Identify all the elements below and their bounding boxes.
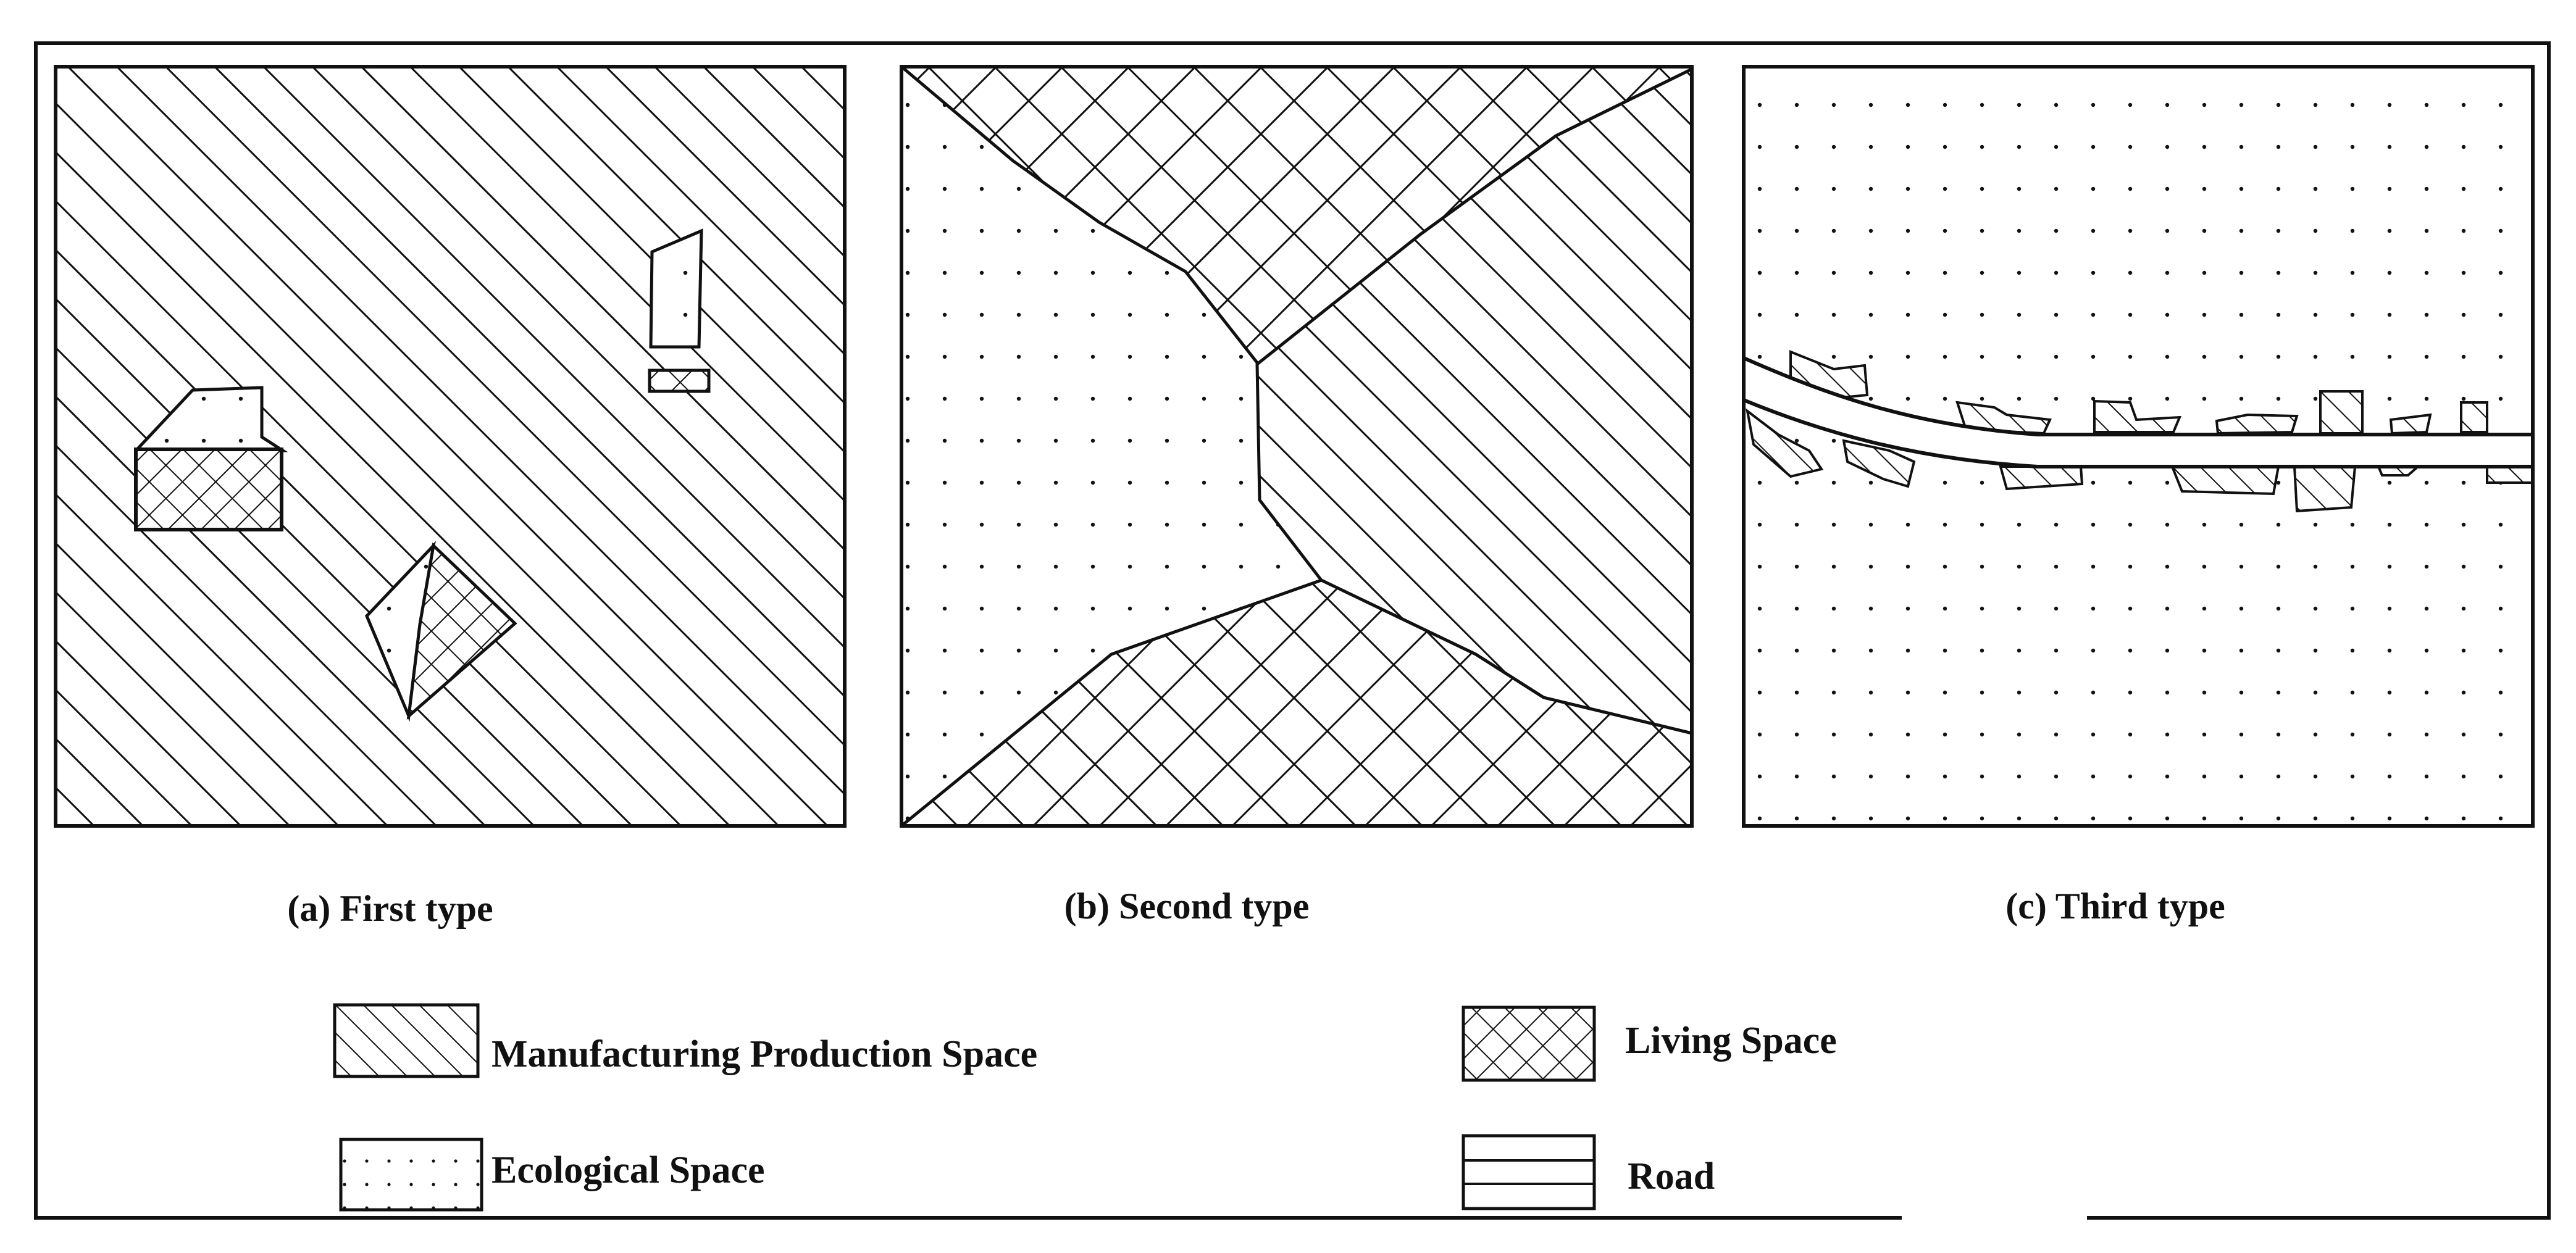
legend-swatch-living <box>1462 1005 1596 1082</box>
panel-c-settlement-8 <box>1746 408 1824 478</box>
panel-c-border <box>1742 65 2535 828</box>
legend-swatch-manufacturing <box>333 1003 480 1078</box>
caption-b: (b) Second type <box>1064 886 1310 926</box>
legend: Manufacturing Production Space Living Sp… <box>333 1003 1837 1212</box>
legend-swatch-road <box>1462 1134 1596 1210</box>
panel-c-settlement-12 <box>2293 465 2357 513</box>
panel-c-settlement-9 <box>1842 439 1916 488</box>
panel-b-border <box>900 65 1694 828</box>
panel-c-road <box>1744 356 2533 468</box>
panel-b <box>900 65 1694 828</box>
panel-a-living-block-2 <box>406 542 517 720</box>
panel-c <box>1742 65 2535 828</box>
panel-a-living-block-3 <box>648 368 711 393</box>
caption-c: (c) Third type <box>2005 886 2225 926</box>
legend-label-ecological: Ecological Space <box>491 1149 765 1191</box>
outer-frame <box>34 41 2551 1220</box>
panel-c-settlement-11 <box>2170 465 2280 496</box>
panel-c-settlement-10 <box>1999 465 2084 491</box>
panel-c-settlement-7 <box>2460 401 2488 433</box>
panel-c-settlement-5 <box>2319 390 2364 435</box>
legend-swatch-ecological <box>339 1138 483 1212</box>
panel-c-settlement-6 <box>2389 413 2432 435</box>
panel-a <box>54 65 847 828</box>
legend-label-living: Living Space <box>1625 1020 1837 1062</box>
panel-a-living-block-1 <box>134 448 283 531</box>
panel-b-living-area-bottom <box>901 578 1692 826</box>
legend-label-road: Road <box>1628 1155 1715 1197</box>
panel-a-ecological-patch-3 <box>649 228 703 349</box>
panel-c-settlement-3 <box>2093 399 2182 433</box>
legend-label-manufacturing: Manufacturing Production Space <box>491 1033 1037 1075</box>
caption-a: (a) First type <box>287 888 493 929</box>
panel-c-settlement-14 <box>2486 465 2533 484</box>
panel-c-settlement-4 <box>2215 413 2299 435</box>
